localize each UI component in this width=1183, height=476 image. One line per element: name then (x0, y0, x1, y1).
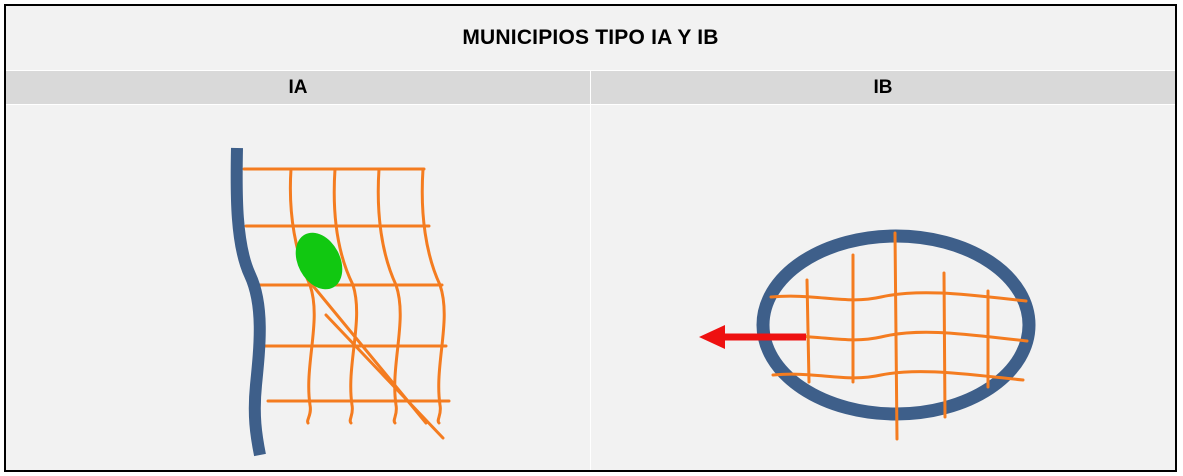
street-grid-ia (242, 167, 451, 440)
street-horizontal (771, 370, 1025, 382)
street-horizontal (769, 330, 1029, 343)
river-shape (230, 147, 266, 457)
green-area-shape (295, 232, 343, 290)
column-header-ia: IA (6, 71, 591, 104)
street-grid-ib (769, 231, 1029, 441)
arrow-head (699, 325, 725, 349)
table-title-row: MUNICIPIOS TIPO IA Y IB (6, 6, 1175, 71)
street-vertical (893, 231, 899, 441)
column-header-row: IA IB (6, 71, 1175, 105)
street-vertical (332, 167, 359, 425)
table-title: MUNICIPIOS TIPO IA Y IB (462, 26, 719, 49)
street-vertical (420, 167, 446, 425)
street-horizontal (769, 291, 1028, 303)
street-vertical (942, 271, 947, 419)
column-header-ib: IB (873, 76, 893, 98)
diagram-cell-ib (591, 105, 1175, 470)
street-vertical (805, 278, 811, 384)
diagram-ib (699, 229, 1036, 441)
direction-arrow (699, 325, 806, 349)
street-vertical (288, 167, 316, 425)
diagram-ia (230, 147, 451, 457)
diagram-row (6, 105, 1175, 470)
street-diagonal (324, 313, 445, 440)
street-vertical (376, 167, 402, 425)
municipios-table: MUNICIPIOS TIPO IA Y IB IA IB (4, 4, 1177, 472)
diagram-cell-ia (6, 105, 591, 470)
